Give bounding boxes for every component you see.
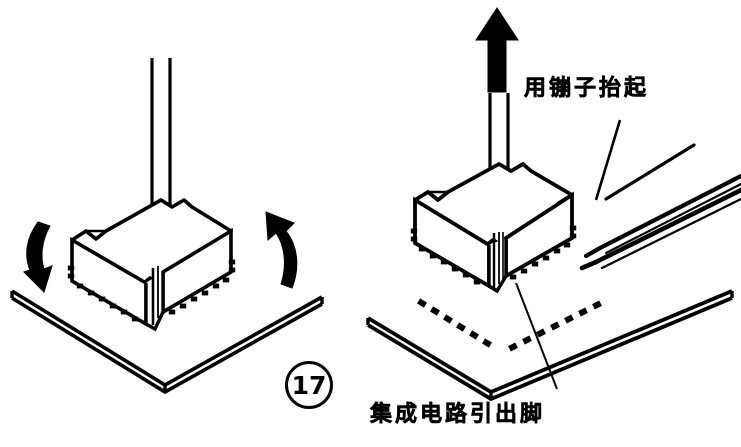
lift-up-arrow [475, 7, 519, 93]
step-number-badge: 17 [285, 361, 333, 409]
rotate-right-arrow [265, 211, 298, 289]
ic-chip-right [413, 162, 574, 294]
leader-line-ic-pins [515, 282, 558, 390]
pcb-board-right [366, 289, 734, 402]
leader-line-tweezers [594, 119, 622, 201]
left-panel-loosening-step [10, 58, 324, 395]
ic-chip-left [70, 198, 233, 332]
label-lift-with-tweezers: 用镚子抬起 [524, 76, 650, 102]
solder-pads [417, 298, 602, 352]
rotate-left-arrow [23, 221, 53, 293]
pcb-board-left [10, 289, 324, 395]
label-ic-lead-pins: 集成电路引出脚 [370, 402, 546, 428]
right-panel-lifting-step [366, 7, 741, 402]
tweezers [579, 143, 741, 271]
